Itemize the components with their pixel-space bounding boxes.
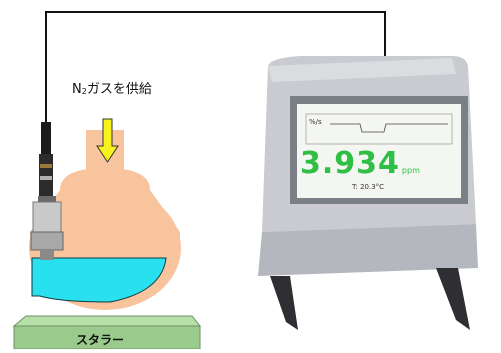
- stirrer-label: スタラー: [75, 333, 124, 347]
- arrow-down-icon: [96, 118, 119, 163]
- gas-supply-label: N2ガスを供給: [72, 82, 152, 97]
- signal-cable: [45, 11, 386, 122]
- reading-value: 3.934: [300, 146, 400, 181]
- analyzer-screen: [297, 104, 461, 198]
- analyzer-device: [258, 56, 478, 330]
- liquid: [31, 257, 167, 303]
- stirrer-plate: [12, 315, 202, 350]
- screen-tag: %/s: [309, 118, 322, 126]
- reading-unit: ppm: [401, 166, 420, 175]
- temperature-reading: T: 20.3°C: [352, 183, 385, 191]
- sensor-probe: [30, 122, 64, 260]
